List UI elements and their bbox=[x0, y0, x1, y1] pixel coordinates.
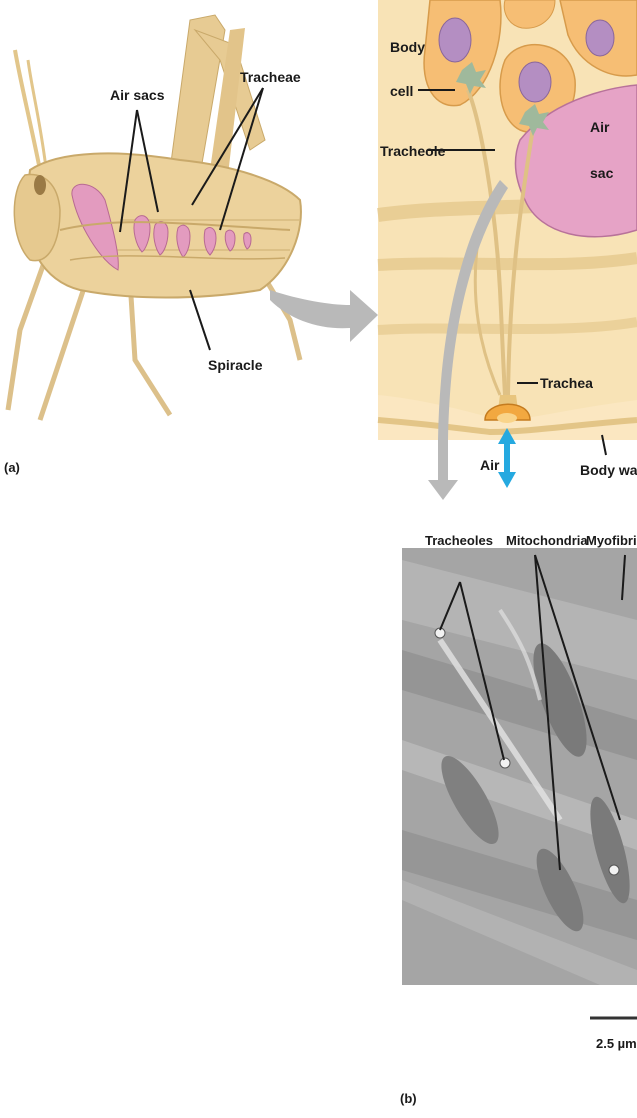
label-body-cell-2: cell bbox=[390, 83, 413, 99]
label-air: Air bbox=[480, 457, 500, 473]
label-myofibrils: Myofibrils bbox=[586, 533, 637, 548]
label-body-cell-1: Body bbox=[390, 39, 425, 55]
label-air-sac-2: sac bbox=[590, 165, 614, 181]
scale-bar-label: 2.5 µm bbox=[596, 1036, 637, 1051]
label-mitochondria: Mitochondria bbox=[506, 533, 588, 548]
label-tracheae: Tracheae bbox=[240, 69, 301, 85]
label-spiracle: Spiracle bbox=[208, 357, 263, 373]
panel-a-label: (a) bbox=[4, 460, 20, 475]
label-trachea: Trachea bbox=[540, 375, 593, 391]
tissue-illustration bbox=[378, 0, 637, 440]
label-body-wall: Body wall bbox=[580, 462, 637, 478]
label-tracheole: Tracheole bbox=[380, 143, 446, 159]
label-air-sac-1: Air bbox=[590, 119, 610, 135]
label-air-sacs: Air sacs bbox=[110, 87, 165, 103]
panel-b-label: (b) bbox=[400, 1091, 417, 1106]
label-tracheoles: Tracheoles bbox=[425, 533, 493, 548]
electron-micrograph bbox=[402, 548, 637, 985]
